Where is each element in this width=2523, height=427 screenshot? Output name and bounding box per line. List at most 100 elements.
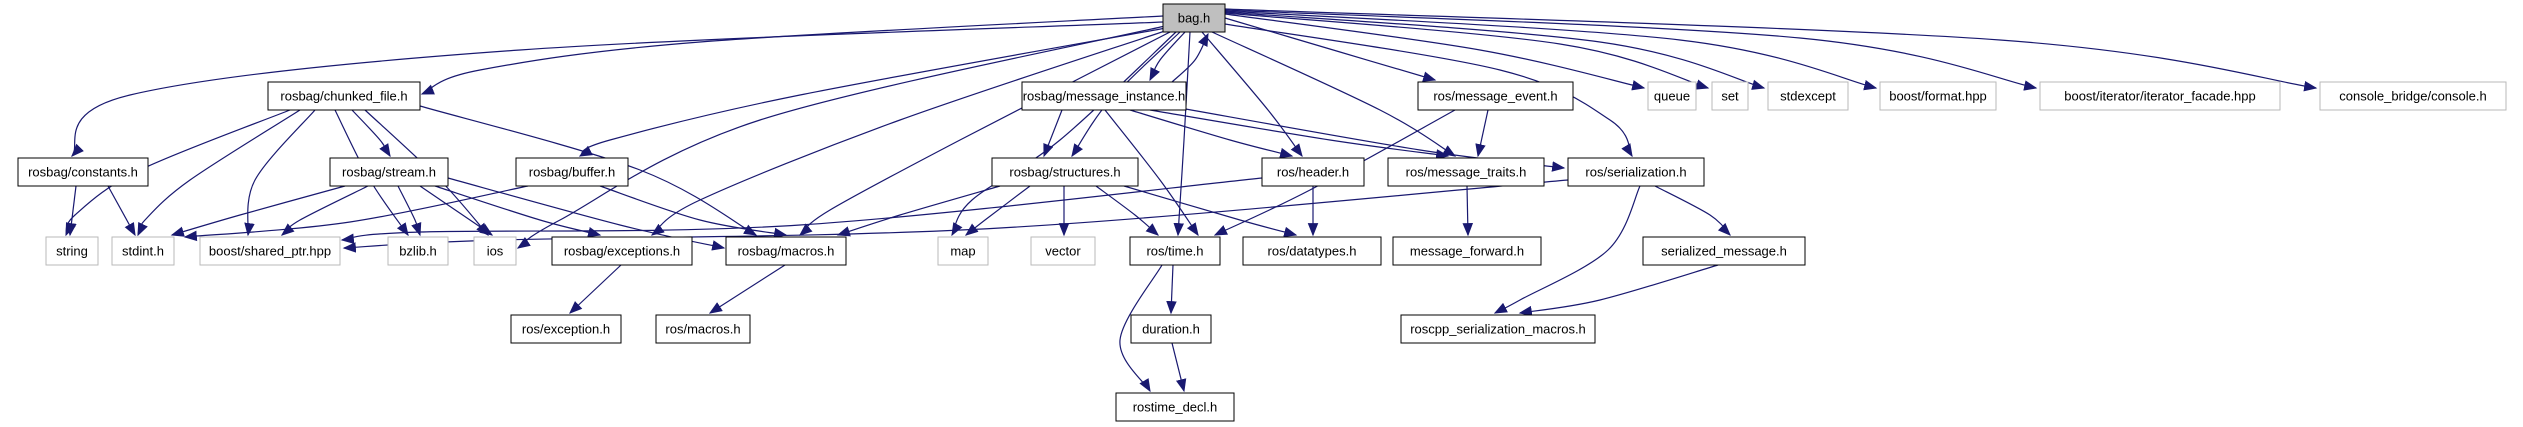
- node-time[interactable]: ros/time.h: [1129, 236, 1221, 266]
- node-box-buffer[interactable]: [515, 157, 629, 187]
- node-label-datatypes: ros/datatypes.h: [1268, 244, 1357, 259]
- node-label-stream: rosbag/stream.h: [342, 165, 436, 180]
- node-label-exceptions: rosbag/exceptions.h: [564, 244, 680, 259]
- node-label-constants: rosbag/constants.h: [28, 165, 138, 180]
- node-box-bag: [1162, 3, 1226, 33]
- node-box-mi[interactable]: [1021, 81, 1187, 111]
- edge-constants-to-string: [66, 185, 77, 237]
- node-label-vector: vector: [1045, 244, 1081, 259]
- edge-me-to-traits: [1475, 109, 1489, 158]
- node-msgforward[interactable]: message_forward.h: [1392, 236, 1542, 266]
- edge-traits-to-msgforward: [1462, 185, 1474, 237]
- edge-mi-to-time: [1104, 109, 1199, 237]
- node-label-rostimedecl: rostime_decl.h: [1133, 400, 1218, 415]
- node-label-sharedptr: boost/shared_ptr.hpp: [209, 244, 331, 259]
- node-box-datatypes[interactable]: [1242, 236, 1382, 266]
- node-box-facade: [2039, 81, 2281, 111]
- node-label-rosmacros: ros/macros.h: [665, 322, 740, 337]
- node-traits[interactable]: ros/message_traits.h: [1387, 157, 1545, 187]
- edge-stream-to-sharedptr: [280, 185, 369, 236]
- edge-bag-to-constants: [71, 21, 1164, 157]
- node-box-string: [45, 236, 99, 266]
- node-box-stream[interactable]: [329, 157, 449, 187]
- node-map: map: [937, 236, 989, 266]
- node-label-header: ros/header.h: [1277, 165, 1349, 180]
- node-box-stdint: [111, 236, 175, 266]
- edge-macros-to-rosmacros: [708, 264, 786, 314]
- edge-structures-to-map: [964, 185, 1031, 236]
- node-label-duration: duration.h: [1142, 322, 1200, 337]
- edge-bag-to-stdexcept: [1224, 11, 1766, 90]
- edge-bag-to-mi: [1149, 31, 1186, 82]
- node-macros[interactable]: rosbag/macros.h: [725, 236, 847, 266]
- node-box-set: [1711, 81, 1749, 111]
- node-label-serializedmsg: serialized_message.h: [1661, 244, 1787, 259]
- edge-serialization-to-roscppser: [1493, 185, 1641, 314]
- node-box-time[interactable]: [1129, 236, 1221, 266]
- node-mi[interactable]: rosbag/message_instance.h: [1021, 81, 1187, 111]
- edge-chunked-to-stdint: [137, 109, 301, 237]
- node-label-facade: boost/iterator/iterator_facade.hpp: [2064, 89, 2256, 104]
- edge-bag-to-set: [1224, 12, 1710, 90]
- node-box-exceptions[interactable]: [551, 236, 693, 266]
- node-box-macros[interactable]: [725, 236, 847, 266]
- node-box-rosmacros[interactable]: [655, 314, 751, 344]
- node-box-serializedmsg[interactable]: [1642, 236, 1806, 266]
- node-label-stdexcept: stdexcept: [1780, 89, 1836, 104]
- node-serialization[interactable]: ros/serialization.h: [1567, 157, 1705, 187]
- edge-stream-to-macros: [447, 177, 726, 251]
- node-datatypes[interactable]: ros/datatypes.h: [1242, 236, 1382, 266]
- node-buffer[interactable]: rosbag/buffer.h: [515, 157, 629, 187]
- node-serializedmsg[interactable]: serialized_message.h: [1642, 236, 1806, 266]
- node-duration[interactable]: duration.h: [1130, 314, 1212, 344]
- edge-mi-to-traits: [1149, 109, 1450, 160]
- node-label-msgforward: message_forward.h: [1410, 244, 1524, 259]
- node-label-ios: ios: [487, 244, 504, 259]
- node-me[interactable]: ros/message_event.h: [1417, 81, 1574, 111]
- node-header[interactable]: ros/header.h: [1261, 157, 1365, 187]
- edge-bag-to-macros: [798, 30, 1173, 236]
- edge-time-to-rostimedecl: [1119, 264, 1163, 393]
- edge-bag-to-buffer: [578, 27, 1167, 157]
- node-ios: ios: [473, 236, 517, 266]
- node-constants[interactable]: rosbag/constants.h: [17, 157, 149, 187]
- edge-stream-to-stdint: [170, 185, 346, 237]
- node-rosexception[interactable]: ros/exception.h: [510, 314, 622, 344]
- edge-duration-to-rostimedecl: [1171, 342, 1187, 393]
- node-label-time: ros/time.h: [1146, 244, 1203, 259]
- node-structures[interactable]: rosbag/structures.h: [991, 157, 1139, 187]
- edge-bag-to-ios: [516, 25, 1166, 249]
- node-label-roscppser: roscpp_serialization_macros.h: [1410, 322, 1586, 337]
- edge-constants-to-stdint: [107, 185, 136, 237]
- node-box-ios: [473, 236, 517, 266]
- node-rosmacros[interactable]: ros/macros.h: [655, 314, 751, 344]
- node-label-stdint: stdint.h: [122, 244, 164, 259]
- node-sharedptr: boost/shared_ptr.hpp: [199, 236, 341, 266]
- node-box-structures[interactable]: [991, 157, 1139, 187]
- node-box-header[interactable]: [1261, 157, 1365, 187]
- node-box-rosexception[interactable]: [510, 314, 622, 344]
- node-chunked[interactable]: rosbag/chunked_file.h: [267, 81, 421, 111]
- node-box-rostimedecl[interactable]: [1115, 392, 1235, 422]
- node-vector: vector: [1030, 236, 1096, 266]
- node-stdint: stdint.h: [111, 236, 175, 266]
- node-exceptions[interactable]: rosbag/exceptions.h: [551, 236, 693, 266]
- node-roscppser[interactable]: roscpp_serialization_macros.h: [1400, 314, 1596, 344]
- node-box-traits[interactable]: [1387, 157, 1545, 187]
- node-box-serialization[interactable]: [1567, 157, 1705, 187]
- node-box-msgforward[interactable]: [1392, 236, 1542, 266]
- node-box-constants[interactable]: [17, 157, 149, 187]
- node-rostimedecl[interactable]: rostime_decl.h: [1115, 392, 1235, 422]
- node-label-rosexception: ros/exception.h: [522, 322, 610, 337]
- edge-bag-to-header: [1201, 31, 1303, 158]
- node-box-duration[interactable]: [1130, 314, 1212, 344]
- node-label-string: string: [56, 244, 88, 259]
- node-box-chunked[interactable]: [267, 81, 421, 111]
- node-box-roscppser[interactable]: [1400, 314, 1596, 344]
- edge-header-to-sharedptr: [340, 177, 1263, 245]
- edge-bag-to-time: [1173, 31, 1191, 237]
- node-box-me[interactable]: [1417, 81, 1574, 111]
- node-set: set: [1711, 81, 1749, 111]
- node-label-console: console_bridge/console.h: [2339, 89, 2486, 104]
- node-stream[interactable]: rosbag/stream.h: [329, 157, 449, 187]
